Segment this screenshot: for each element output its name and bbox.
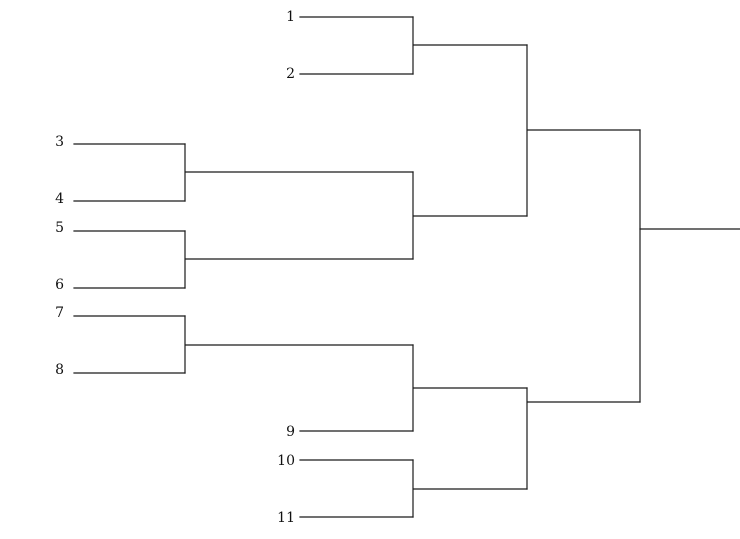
match-connector-1-2 bbox=[412, 16, 528, 75]
team-label-3: 3 bbox=[55, 134, 64, 150]
match-connector-bottom bbox=[526, 387, 641, 490]
team-label-8: 8 bbox=[55, 362, 64, 378]
team-label-9: 9 bbox=[286, 424, 295, 440]
team-label-10: 10 bbox=[277, 453, 295, 469]
team-label-6: 6 bbox=[55, 277, 64, 293]
team-label-4: 4 bbox=[55, 191, 64, 207]
team-label-5: 5 bbox=[55, 220, 64, 236]
match-connector-top bbox=[526, 44, 641, 217]
match-connector-3-4 bbox=[184, 143, 414, 202]
match-connector-34-56 bbox=[412, 171, 528, 260]
team-label-11: 11 bbox=[277, 510, 295, 526]
team-label-7: 7 bbox=[55, 305, 64, 321]
match-connector-7-8 bbox=[184, 315, 414, 374]
match-connector-10-11 bbox=[412, 459, 528, 518]
team-label-1: 1 bbox=[286, 9, 295, 25]
team-label-2: 2 bbox=[286, 66, 295, 82]
match-connector-78-9 bbox=[412, 344, 528, 432]
match-connector-5-6 bbox=[184, 230, 414, 289]
